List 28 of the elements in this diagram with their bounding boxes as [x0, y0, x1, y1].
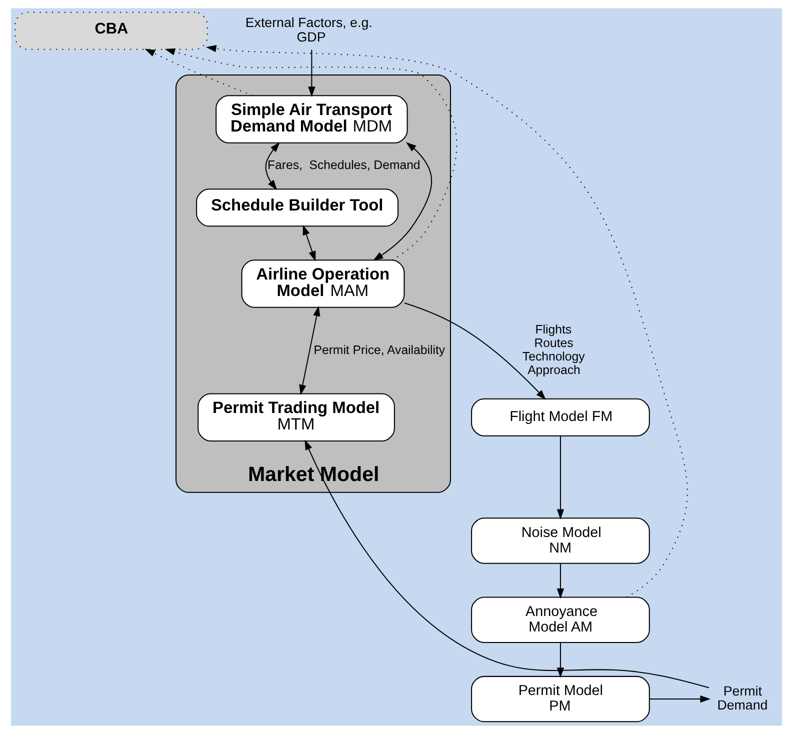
arrow	[648, 695, 710, 703]
node-box: Permit Trading Model MTM	[197, 393, 394, 442]
arrow	[404, 302, 546, 400]
arrow	[144, 48, 252, 96]
node-text: Permit Demand	[716, 683, 768, 713]
node-box: Flight Model FM	[470, 398, 650, 436]
node-box: CBA	[14, 12, 208, 50]
node-box: Permit Model PM	[470, 676, 650, 722]
arrow	[164, 48, 457, 260]
arrow	[556, 436, 564, 520]
node-box: Schedule Builder Tool	[196, 188, 398, 227]
node-box: Airline Operation Model MAM	[240, 260, 404, 308]
edge-label: Flights Routes Technology Approach	[522, 322, 584, 377]
arrow	[205, 44, 688, 598]
arrow	[308, 50, 315, 97]
node-text: External Factors, e.g. GDP	[244, 15, 372, 45]
edge-label: Permit Price, Availability	[313, 342, 445, 357]
arrow	[302, 224, 316, 262]
arrow	[556, 564, 564, 599]
arrow	[298, 306, 320, 396]
node-box: Simple Air Transport Demand Model MDM	[215, 95, 408, 144]
edge-label: Fares, Schedules, Demand	[266, 158, 420, 172]
node-box: Noise Model NM	[470, 518, 650, 564]
arrow	[556, 642, 564, 678]
arrow	[372, 142, 432, 261]
arrow	[264, 142, 280, 190]
arrow	[304, 440, 709, 688]
node-box: Annoyance Model AM	[470, 596, 650, 644]
